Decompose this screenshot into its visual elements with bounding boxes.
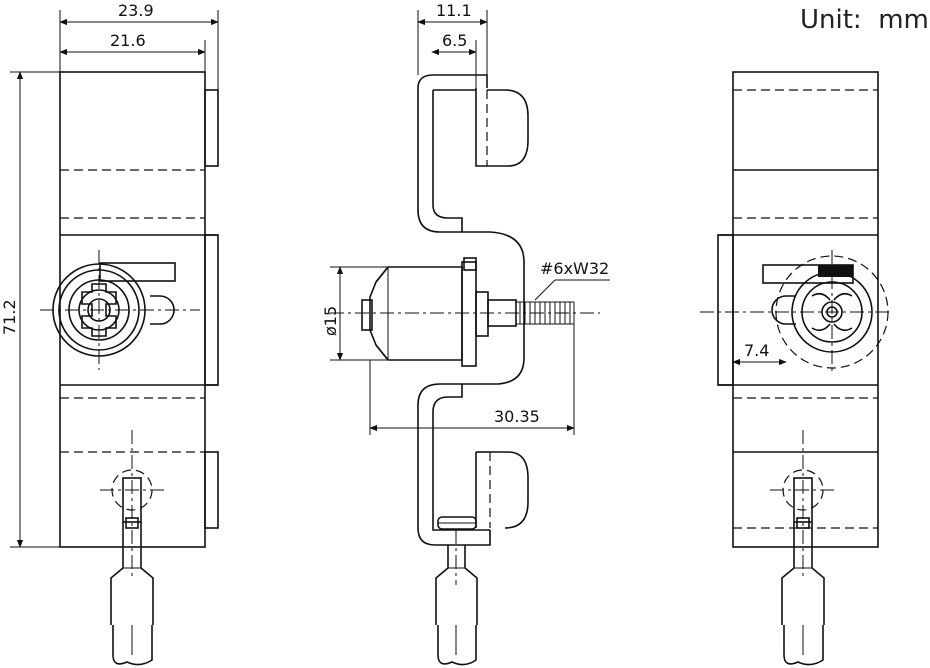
dim-rear-offset: 7.4 bbox=[744, 341, 769, 360]
dim-front-total-width: 23.9 bbox=[118, 1, 154, 20]
dim-side-hook-depth: 6.5 bbox=[442, 31, 467, 50]
screw-spec-label: #6xW32 bbox=[540, 259, 609, 278]
side-view: 11.1 6.5 ø15 #6xW32 30.35 bbox=[321, 1, 610, 666]
dim-screw-length: 30.35 bbox=[494, 407, 540, 426]
front-view: 23.9 21.6 71.2 bbox=[0, 1, 219, 666]
rear-view: 7.4 bbox=[700, 71, 890, 666]
dim-total-height: 71.2 bbox=[0, 299, 19, 335]
lock-cylinder-side bbox=[330, 257, 600, 367]
screw bbox=[487, 299, 575, 327]
cable-terminal-side bbox=[435, 530, 478, 666]
dim-front-body-width: 21.6 bbox=[110, 31, 146, 50]
dim-cylinder-diameter: ø15 bbox=[321, 306, 340, 336]
unit-label: Unit: mm bbox=[800, 5, 929, 35]
dim-side-total-depth: 11.1 bbox=[436, 1, 472, 20]
cable-terminal-rear bbox=[770, 430, 838, 666]
cable-terminal-front bbox=[100, 430, 165, 666]
